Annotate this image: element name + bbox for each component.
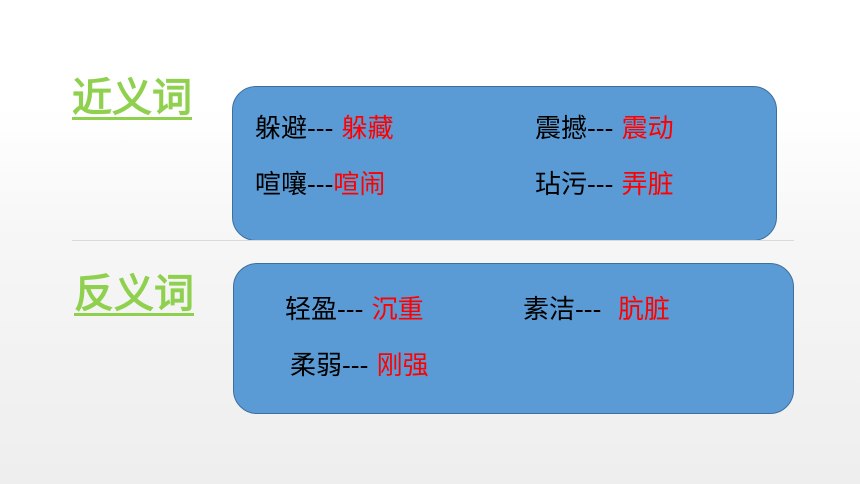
antonym-pair: 柔弱--- 刚强 <box>290 353 429 379</box>
pair-separator: --- <box>587 170 622 200</box>
synonym-pair: 躲避--- 躲藏 <box>255 116 394 142</box>
pair-word: 喧嚷 <box>255 170 308 200</box>
pair-word: 玷污 <box>535 170 588 200</box>
pair-word: 素洁 <box>523 295 576 325</box>
pair-separator: --- <box>337 295 372 325</box>
pair-separator: --- <box>307 114 342 144</box>
pair-answer: 刚强 <box>376 351 429 381</box>
pair-answer: 震动 <box>621 114 674 144</box>
section-divider <box>72 240 794 241</box>
pair-answer: 肮脏 <box>617 295 670 325</box>
synonyms-box <box>232 86 777 241</box>
pair-separator: --- <box>575 295 618 325</box>
pair-word: 躲避 <box>255 114 308 144</box>
synonym-pair: 玷污--- 弄脏 <box>535 172 674 198</box>
synonym-pair: 喧嚷---喧闹 <box>255 172 385 198</box>
pair-answer: 喧闹 <box>333 170 386 200</box>
synonym-pair: 震撼--- 震动 <box>535 116 674 142</box>
pair-word: 震撼 <box>535 114 588 144</box>
antonym-pair: 素洁--- 肮脏 <box>523 297 670 323</box>
pair-answer: 弄脏 <box>621 170 674 200</box>
pair-word: 柔弱 <box>290 351 343 381</box>
pair-separator: --- <box>307 170 334 200</box>
antonym-pair: 轻盈--- 沉重 <box>285 297 424 323</box>
pair-word: 轻盈 <box>285 295 338 325</box>
antonyms-box <box>233 263 794 414</box>
pair-separator: --- <box>587 114 622 144</box>
synonyms-title: 近义词 <box>72 75 192 121</box>
pair-answer: 沉重 <box>371 295 424 325</box>
antonyms-title: 反义词 <box>74 271 194 317</box>
pair-answer: 躲藏 <box>341 114 394 144</box>
pair-separator: --- <box>342 351 377 381</box>
